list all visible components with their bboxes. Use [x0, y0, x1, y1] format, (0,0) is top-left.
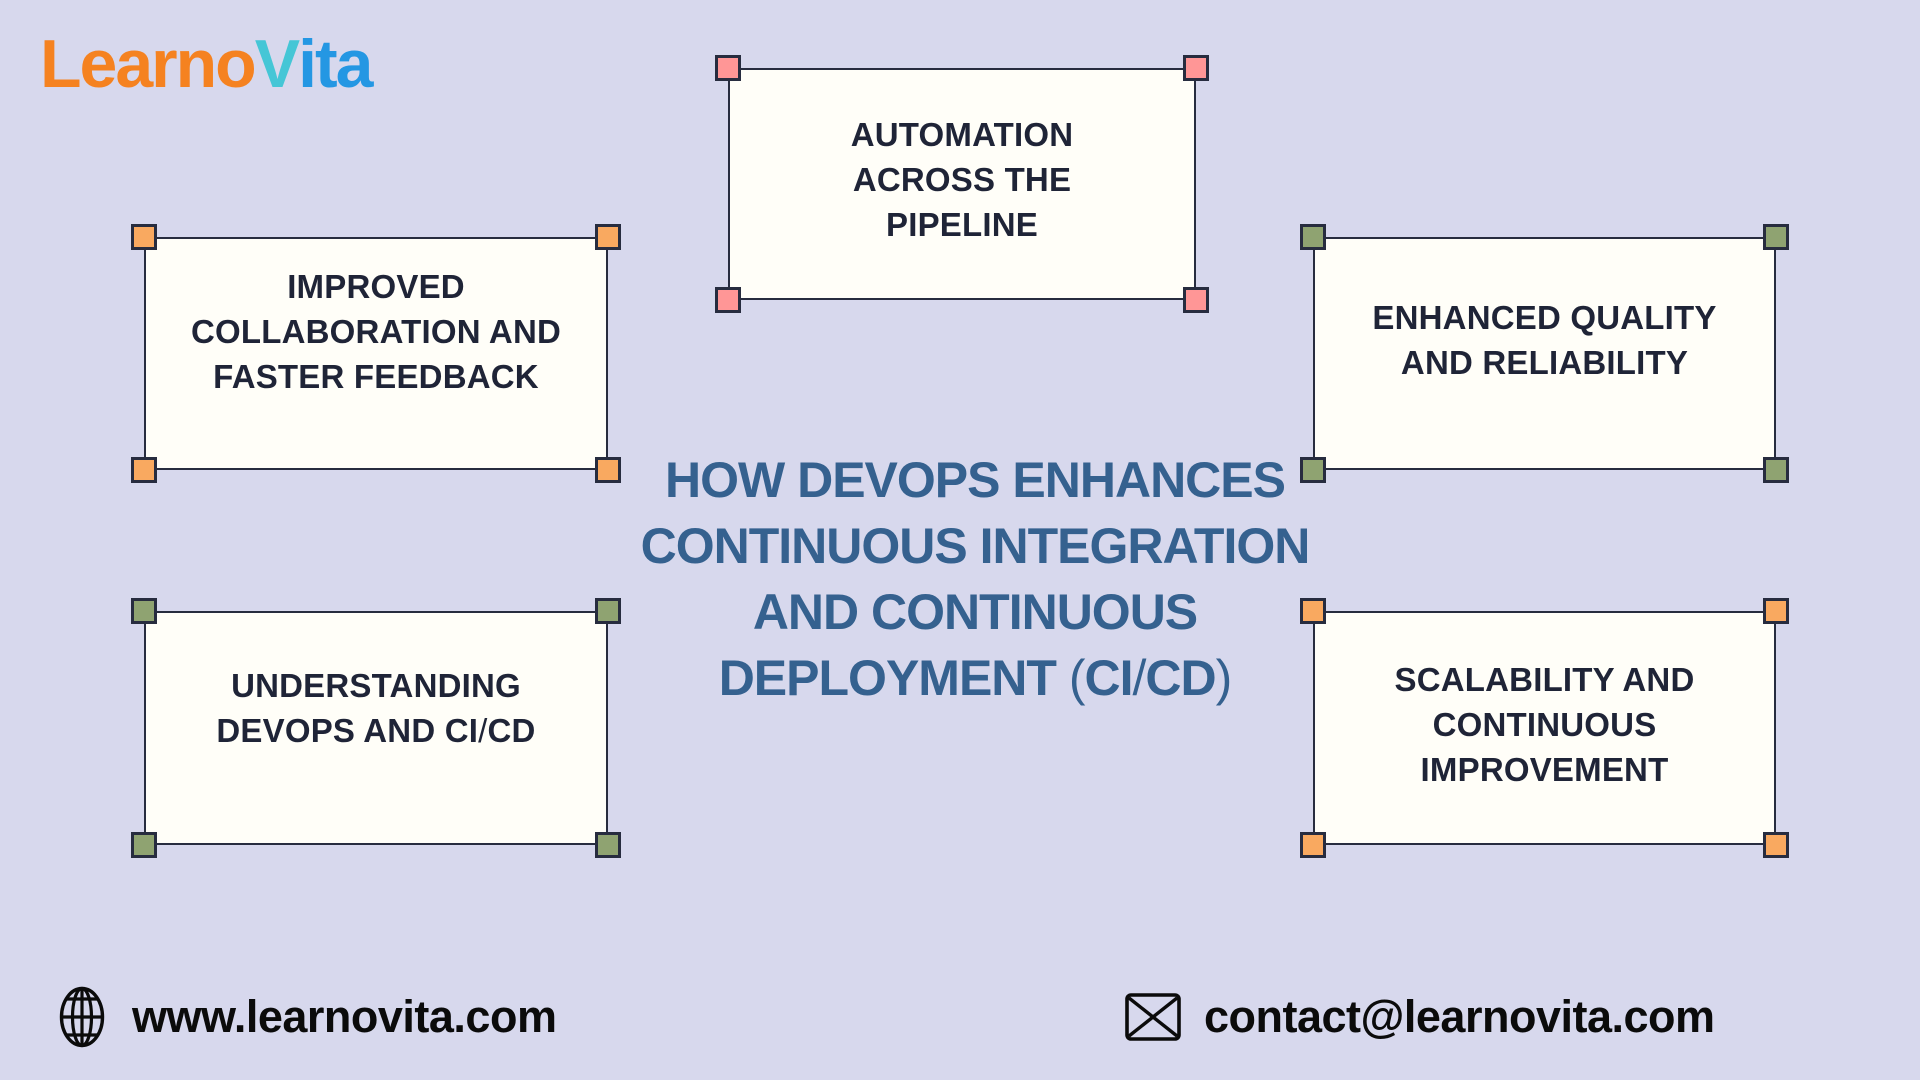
- title-line: CONTINUOUS INTEGRATION: [640, 518, 1311, 574]
- corner-handle-icon: [131, 457, 157, 483]
- card-line: DEVOPS AND CI/CD: [216, 712, 536, 749]
- card-improved-collaboration: IMPROVED COLLABORATION AND FASTER FEEDBA…: [131, 224, 621, 483]
- card-text: SCALABILITY AND CONTINUOUS IMPROVEMENT: [1395, 657, 1695, 792]
- corner-handle-icon: [131, 832, 157, 858]
- card-line: IMPROVEMENT: [1420, 750, 1669, 788]
- card-line: COLLABORATION AND: [190, 313, 562, 350]
- logo-v: V: [254, 26, 300, 102]
- card-line: PIPELINE: [886, 205, 1038, 243]
- corner-handle-icon: [595, 598, 621, 624]
- card-line: ENHANCED QUALITY: [1372, 298, 1717, 336]
- corner-handle-icon: [1300, 457, 1326, 483]
- card-line: SCALABILITY AND: [1394, 660, 1695, 698]
- card-line: ACROSS THE: [852, 160, 1072, 198]
- footer-email: contact@learnovita.com: [1124, 984, 1715, 1050]
- card-line: AUTOMATION: [850, 115, 1074, 153]
- card-enhanced-quality: ENHANCED QUALITY AND RELIABILITY: [1300, 224, 1789, 483]
- card-text: IMPROVED COLLABORATION AND FASTER FEEDBA…: [191, 264, 561, 399]
- card-line: FASTER FEEDBACK: [213, 358, 539, 395]
- corner-handle-icon: [1183, 287, 1209, 313]
- card-line: CONTINUOUS: [1432, 705, 1657, 743]
- card-line: AND RELIABILITY: [1400, 343, 1689, 381]
- corner-handle-icon: [715, 287, 741, 313]
- corner-handle-icon: [1300, 224, 1326, 250]
- card-line: IMPROVED: [287, 268, 465, 305]
- card-automation-across-pipeline: AUTOMATION ACROSS THE PIPELINE: [715, 55, 1209, 313]
- card-text: AUTOMATION ACROSS THE PIPELINE: [851, 112, 1074, 247]
- corner-handle-icon: [1300, 598, 1326, 624]
- corner-handle-icon: [131, 224, 157, 250]
- corner-handle-icon: [595, 457, 621, 483]
- learnovita-logo: LearnoVita: [40, 26, 373, 102]
- corner-handle-icon: [1763, 457, 1789, 483]
- card-line: UNDERSTANDING: [231, 667, 521, 704]
- website-url[interactable]: www.learnovita.com: [132, 991, 557, 1042]
- corner-handle-icon: [1763, 832, 1789, 858]
- corner-handle-icon: [131, 598, 157, 624]
- envelope-icon: [1124, 992, 1182, 1042]
- corner-handle-icon: [595, 832, 621, 858]
- corner-handle-icon: [1763, 598, 1789, 624]
- title-line: HOW DEVOPS ENHANCES: [665, 452, 1286, 508]
- corner-handle-icon: [1300, 832, 1326, 858]
- card-understanding-devops: UNDERSTANDING DEVOPS AND CI/CD: [131, 598, 621, 858]
- email-address[interactable]: contact@learnovita.com: [1204, 991, 1715, 1042]
- corner-handle-icon: [595, 224, 621, 250]
- page-title: HOW DEVOPS ENHANCES CONTINUOUS INTEGRATI…: [575, 447, 1375, 711]
- card-scalability-improvement: SCALABILITY AND CONTINUOUS IMPROVEMENT: [1300, 598, 1789, 858]
- logo-ita: ita: [298, 26, 373, 102]
- card-text: UNDERSTANDING DEVOPS AND CI/CD: [216, 663, 535, 753]
- title-line: DEPLOYMENT (CI/CD): [718, 650, 1233, 706]
- footer-website: www.learnovita.com: [58, 984, 557, 1050]
- globe-icon: [58, 985, 106, 1049]
- title-line: AND CONTINUOUS: [752, 584, 1198, 640]
- logo-learno: Learno: [40, 26, 257, 102]
- corner-handle-icon: [1763, 224, 1789, 250]
- corner-handle-icon: [715, 55, 741, 81]
- corner-handle-icon: [1183, 55, 1209, 81]
- card-text: ENHANCED QUALITY AND RELIABILITY: [1372, 295, 1716, 385]
